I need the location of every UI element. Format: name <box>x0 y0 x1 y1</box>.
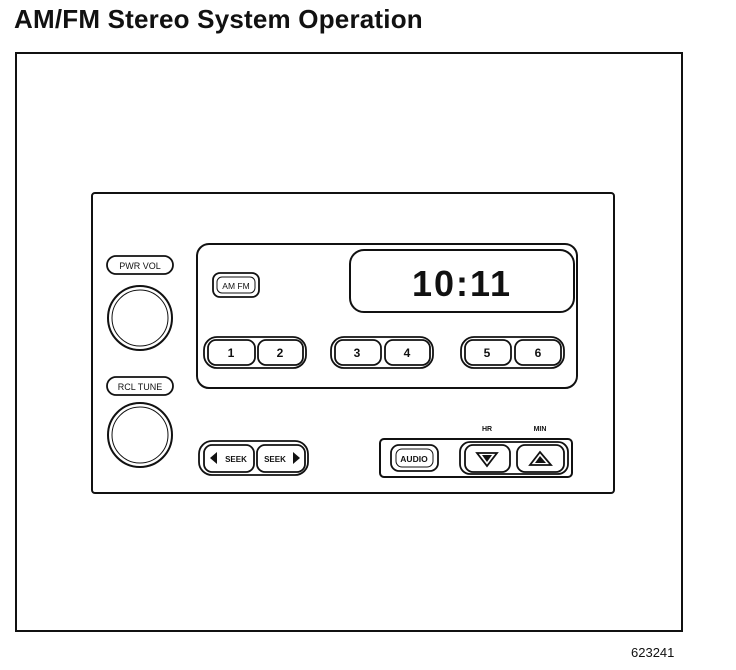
hr-down-button[interactable] <box>464 444 511 473</box>
min-up-button[interactable] <box>516 444 565 473</box>
preset-4-button[interactable]: 4 <box>384 339 431 366</box>
preset-5-button[interactable]: 5 <box>464 339 512 366</box>
audio-button[interactable]: AUDIO <box>390 444 439 472</box>
preset-6-label: 6 <box>535 346 542 360</box>
preset-4-label: 4 <box>404 346 411 360</box>
seek-left-icon <box>210 452 217 464</box>
recall-tune-control[interactable]: RCL TUNE <box>106 376 174 468</box>
am-fm-label: AM FM <box>222 281 249 291</box>
preset-5-label: 5 <box>484 346 491 360</box>
preset-3-label: 3 <box>354 346 361 360</box>
audio-label: AUDIO <box>400 454 428 464</box>
preset-group-3-4: 3 4 <box>330 336 434 369</box>
preset-1-button[interactable]: 1 <box>207 339 256 366</box>
min-caption: MIN <box>534 426 547 433</box>
preset-2-button[interactable]: 2 <box>257 339 304 366</box>
clock-time: 10:11 <box>412 263 512 304</box>
am-fm-button[interactable]: AM FM <box>212 272 260 298</box>
figure-number: 623241 <box>631 645 675 660</box>
figure-frame <box>15 52 683 632</box>
audio-panel: HR MIN AUDIO <box>379 426 573 478</box>
recall-tune-knob[interactable] <box>107 402 173 468</box>
seek-up-button[interactable]: SEEK <box>256 444 306 473</box>
seek-rocker: SEEK SEEK <box>198 440 309 476</box>
seek-down-button[interactable]: SEEK <box>203 444 255 473</box>
power-volume-label: PWR VOL <box>119 261 161 271</box>
hr-caption: HR <box>482 426 492 433</box>
preset-2-label: 2 <box>277 346 284 360</box>
page-title: AM/FM Stereo System Operation <box>14 4 423 34</box>
seek-down-label: SEEK <box>225 455 247 464</box>
recall-tune-label: RCL TUNE <box>118 382 163 392</box>
clock-display: 10:11 <box>349 249 575 313</box>
seek-up-label: SEEK <box>264 455 286 464</box>
power-volume-control[interactable]: PWR VOL <box>106 255 174 351</box>
power-volume-knob[interactable] <box>107 285 173 351</box>
preset-group-1-2: 1 2 <box>203 336 307 369</box>
preset-3-button[interactable]: 3 <box>334 339 382 366</box>
preset-group-5-6: 5 6 <box>460 336 565 369</box>
preset-1-label: 1 <box>228 346 235 360</box>
preset-6-button[interactable]: 6 <box>514 339 562 366</box>
seek-right-icon <box>293 452 300 464</box>
